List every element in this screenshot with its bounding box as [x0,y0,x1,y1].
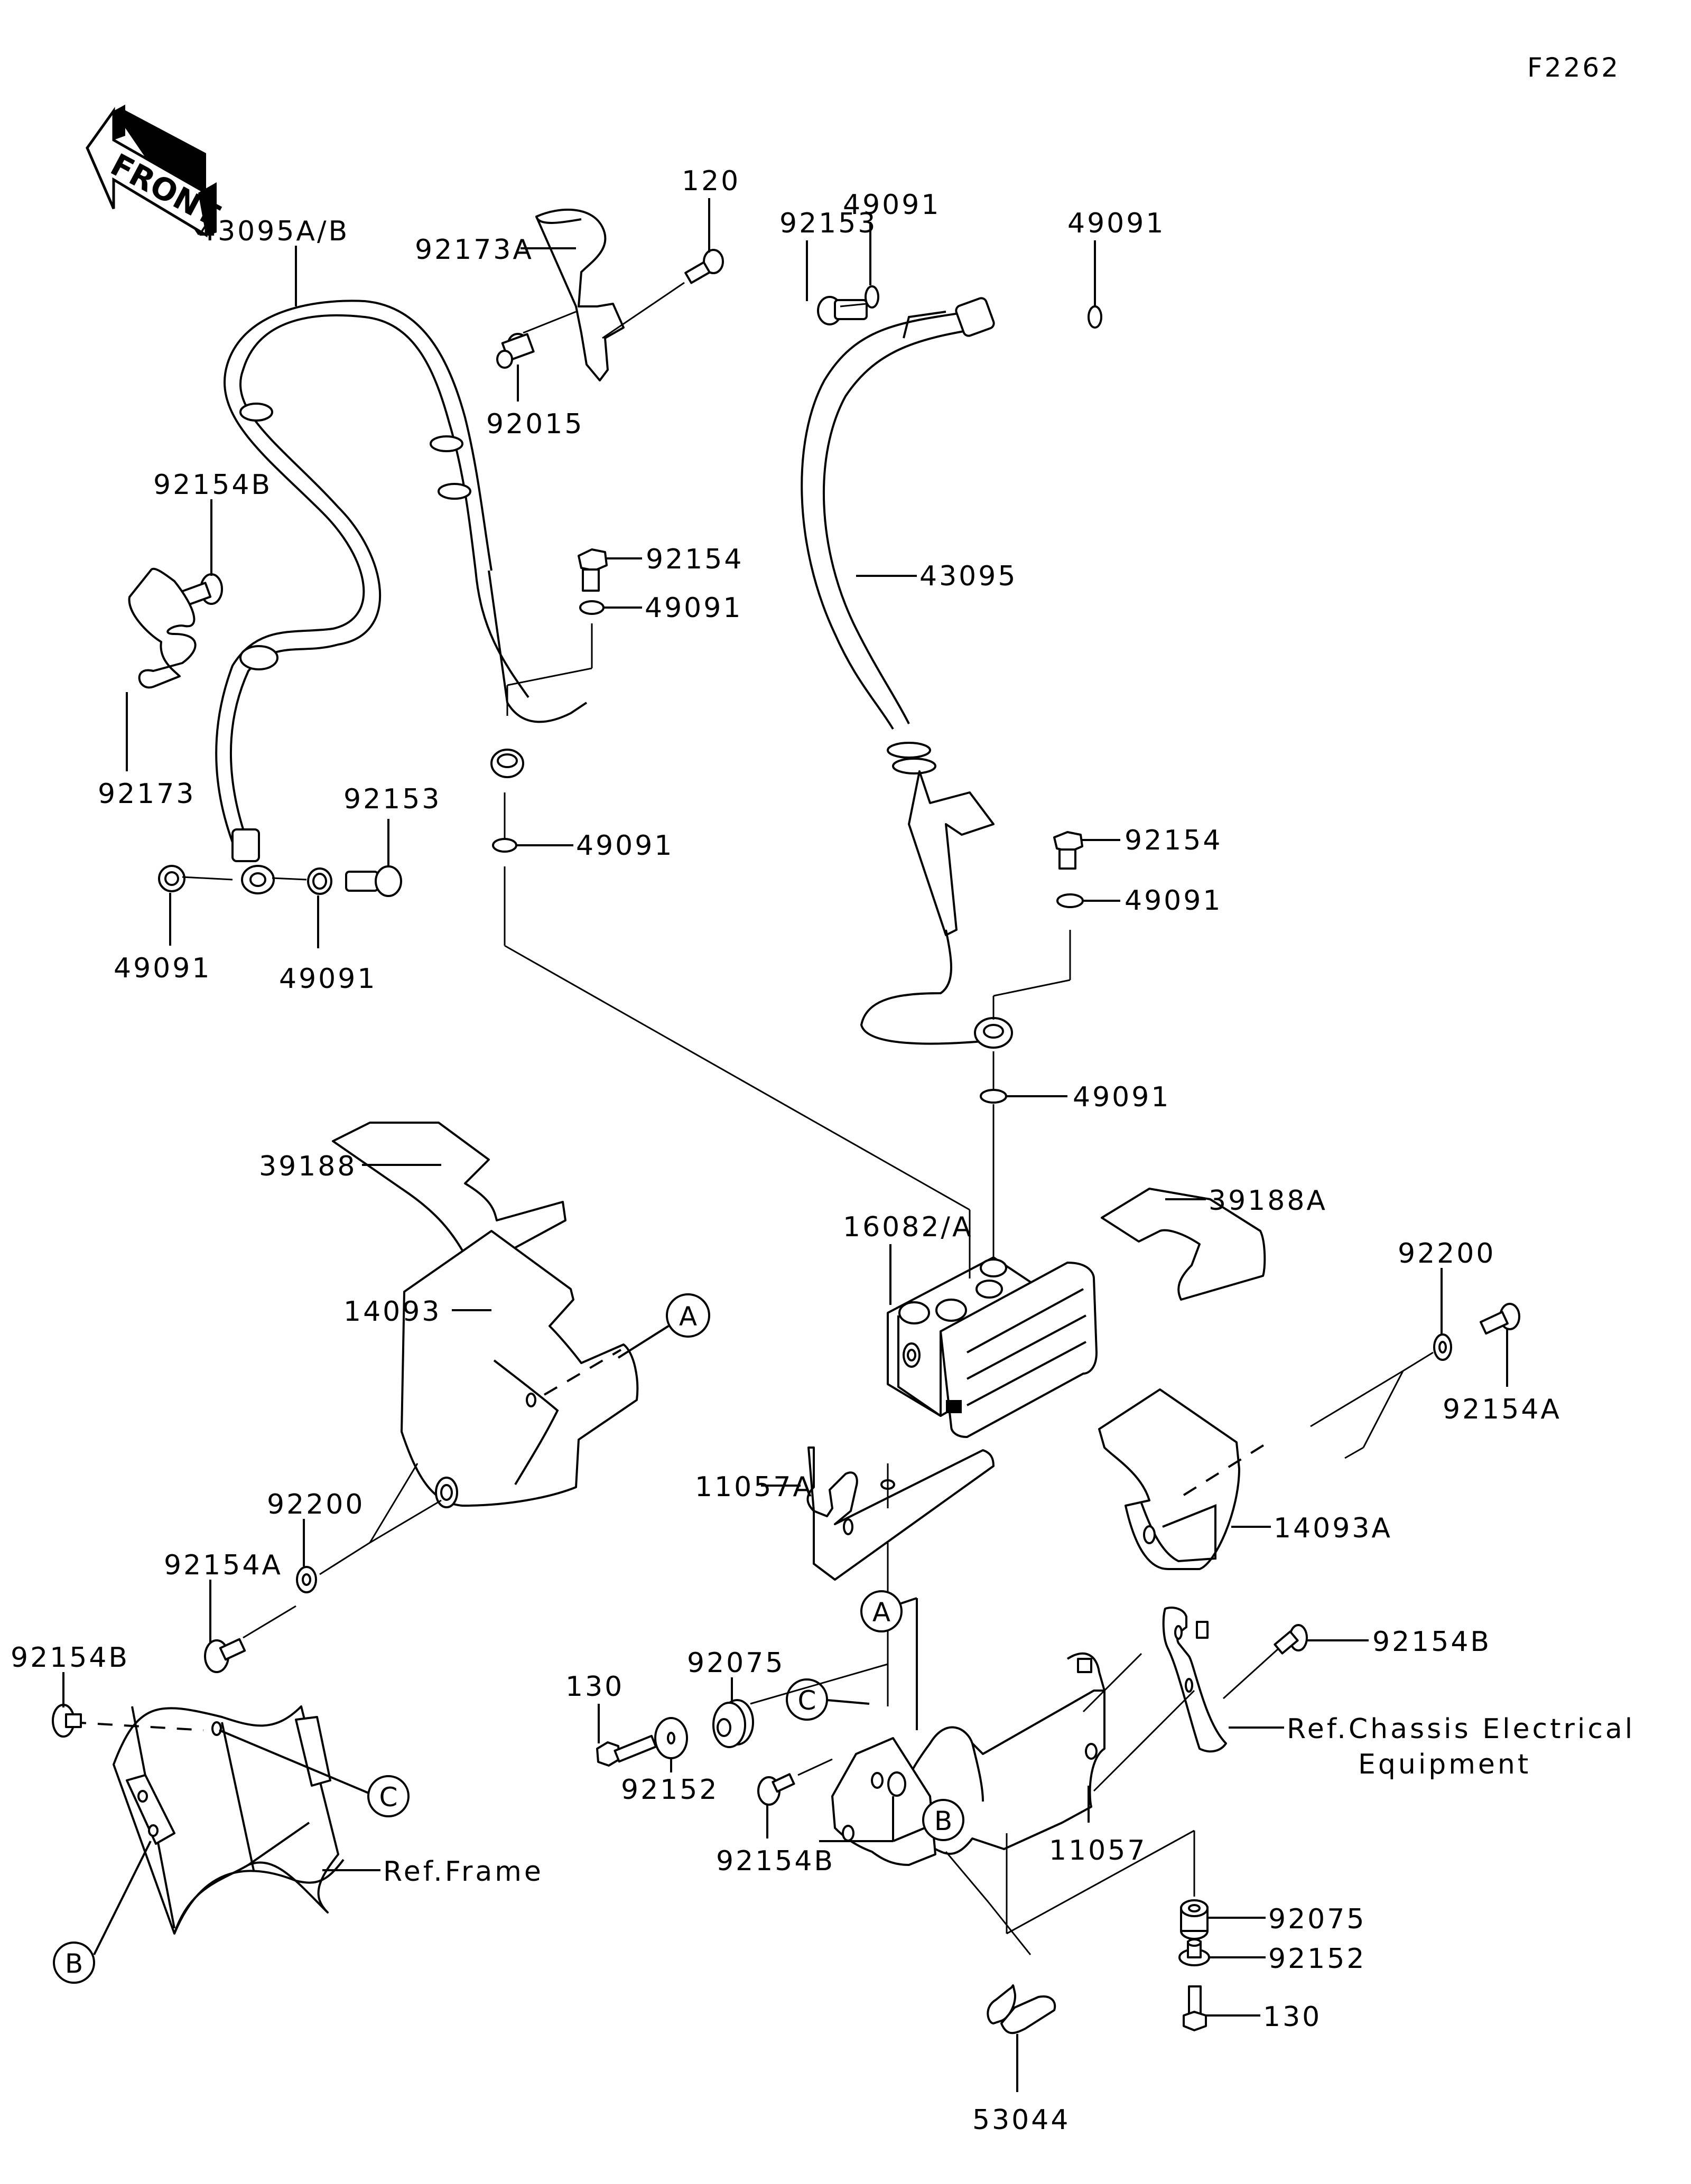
part-label-49091-mid-b[interactable]: 49091 [576,830,674,862]
part-label-92154B-bottom[interactable]: 92154B [716,1845,835,1877]
bolt-120[interactable] [684,249,724,284]
washer-49091-left-b[interactable] [307,867,332,895]
clamp-92173[interactable] [128,567,197,689]
damper-92075-left[interactable] [712,1699,754,1748]
part-label-130-right[interactable]: 130 [1263,2001,1322,2033]
bolt-92154B-right[interactable] [1274,1624,1308,1655]
callout-C-bracket: C [786,1678,828,1721]
clamp-92173A[interactable] [535,208,625,381]
washer-49091-top-a[interactable] [865,285,879,309]
part-label-49091-right-b[interactable]: 49091 [1073,1081,1170,1113]
banjo-bolt-92154-right[interactable] [1053,831,1083,870]
pad-39188[interactable] [332,1122,566,1272]
part-label-49091-right-a[interactable]: 49091 [1125,885,1222,917]
part-label-53044[interactable]: 53044 [972,2104,1070,2136]
banjo-bolt-92153-left[interactable] [345,865,402,897]
cover-14093A[interactable] [1098,1388,1240,1570]
washer-92200-left[interactable] [296,1566,317,1593]
part-label-92173[interactable]: 92173 [98,778,196,810]
abs-unit-16082A[interactable] [887,1256,1098,1438]
part-label-92200-right[interactable]: 92200 [1398,1238,1495,1270]
ref-label-equipment[interactable]: Equipment [1358,1749,1531,1780]
callout-B-frame: B [53,1942,95,1984]
collar-92152-left[interactable] [654,1717,688,1759]
washer-49091-right-b[interactable] [980,1089,1007,1104]
banjo-bolt-92154-mid[interactable] [578,548,608,592]
ref-label-chassis-electrical[interactable]: Ref.Chassis Electrical [1287,1713,1635,1745]
part-label-39188A[interactable]: 39188A [1209,1185,1327,1217]
banjo-bolt-92153-top[interactable] [817,296,868,325]
washer-49091-left-a[interactable] [158,865,185,892]
washer-92200-right[interactable] [1433,1333,1452,1361]
part-label-49091-left-b[interactable]: 49091 [279,963,377,995]
part-label-43095[interactable]: 43095 [919,561,1017,592]
bolt-92154A-left[interactable] [204,1638,246,1673]
brake-hose-43095[interactable] [801,297,1013,1049]
part-label-130-left[interactable]: 130 [565,1671,624,1703]
part-label-14093[interactable]: 14093 [343,1296,441,1328]
callout-A-bracket: A [860,1590,903,1632]
collar-92015[interactable] [496,333,535,369]
figure-id: F2262 [1527,52,1620,83]
svg-text:C: C [379,1782,398,1813]
callout-C-frame: C [367,1775,410,1817]
part-label-92153-left[interactable]: 92153 [343,783,441,815]
bolt-92154A-right[interactable] [1479,1303,1520,1335]
svg-text:C: C [798,1685,816,1716]
svg-text:B: B [65,1948,83,1979]
part-label-120[interactable]: 120 [682,165,740,197]
clamp-53044[interactable] [987,1984,1056,2034]
svg-text:B: B [934,1806,952,1836]
bolt-130-right[interactable] [1183,1985,1207,2031]
part-label-92153-top[interactable]: 92153 [779,208,877,239]
part-label-92154A-right[interactable]: 92154A [1443,1394,1562,1425]
part-label-39188[interactable]: 39188 [259,1151,357,1182]
callout-A-cover: A [666,1293,710,1338]
ref-label-frame[interactable]: Ref.Frame [383,1856,544,1888]
part-label-92154-right[interactable]: 92154 [1125,825,1222,856]
chassis-bracket-ref [1162,1607,1227,1753]
part-label-92173A[interactable]: 92173A [415,234,534,266]
bolt-92154B-frame[interactable] [52,1704,82,1738]
part-label-49091-left-a[interactable]: 49091 [114,953,211,984]
part-label-43095AB[interactable]: 43095A/B [198,216,349,247]
part-label-92154B-frame[interactable]: 92154B [11,1642,129,1674]
frame-lower-edge [173,1859,345,1934]
part-label-92154A-left[interactable]: 92154A [164,1550,283,1581]
brake-hose-43095AB[interactable] [215,300,588,894]
part-label-14093A[interactable]: 14093A [1274,1513,1392,1544]
part-label-92152-left[interactable]: 92152 [621,1774,719,1806]
pad-39188A[interactable] [1101,1188,1266,1301]
part-label-11057A[interactable]: 11057A [695,1471,814,1503]
washer-49091-right-a[interactable] [1056,893,1084,908]
part-label-92200-left[interactable]: 92200 [267,1489,365,1520]
washer-49091-mid-b[interactable] [492,838,517,853]
washer-49091-mid-a[interactable] [579,600,605,615]
damper-92075-right[interactable] [1180,1899,1209,1940]
bracket-11057[interactable] [831,1652,1105,1866]
part-label-49091-mid-a[interactable]: 49091 [645,592,742,624]
bracket-11057A[interactable] [806,1446,995,1581]
bolt-130-left[interactable] [596,1734,657,1767]
cover-14093[interactable] [401,1230,639,1508]
part-label-92154B-right[interactable]: 92154B [1372,1626,1491,1658]
part-label-49091-top-a[interactable]: 49091 [843,189,941,221]
svg-text:A: A [872,1597,890,1628]
part-label-11057[interactable]: 11057 [1049,1835,1147,1866]
part-label-92152-right[interactable]: 92152 [1268,1943,1366,1975]
part-label-16082A[interactable]: 16082/A [843,1211,973,1243]
callout-B-bracket: B [922,1799,964,1841]
frame-ref [113,1705,339,1935]
part-label-92154-mid[interactable]: 92154 [646,544,744,575]
part-label-92154B-left[interactable]: 92154B [153,469,272,501]
part-label-92015[interactable]: 92015 [486,408,584,440]
part-label-92075-left[interactable]: 92075 [687,1647,785,1679]
part-label-92075-right[interactable]: 92075 [1268,1903,1366,1935]
washer-49091-top-b[interactable] [1088,305,1102,329]
collar-92152-right[interactable] [1178,1938,1210,1966]
svg-text:A: A [679,1301,697,1332]
bolt-92154B-bottom[interactable] [757,1773,795,1806]
part-label-49091-top-b[interactable]: 49091 [1067,208,1165,239]
